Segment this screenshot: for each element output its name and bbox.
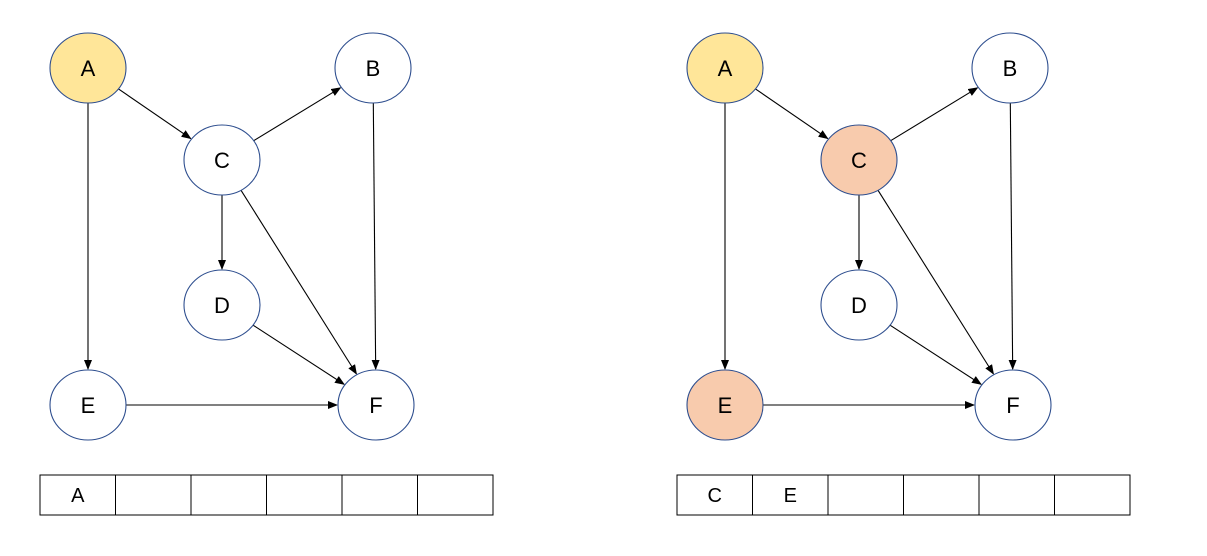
edge-a-c	[118, 88, 192, 140]
node-circle	[971, 32, 1049, 104]
queue-cell	[752, 474, 829, 516]
queue-table: A	[39, 474, 494, 516]
node-label: C	[214, 148, 230, 173]
node-circle	[974, 369, 1052, 441]
queue-cell	[266, 474, 343, 516]
node-b: B	[971, 32, 1049, 104]
node-label: E	[718, 393, 733, 418]
node-label: D	[214, 293, 230, 318]
queue-cell	[978, 474, 1055, 516]
node-e: E	[49, 369, 127, 441]
queue-cell-label: C	[708, 485, 722, 507]
queue-cell	[676, 474, 753, 516]
node-label: C	[851, 148, 867, 173]
node-c: C	[183, 124, 261, 196]
node-a: A	[686, 32, 764, 104]
queue-cell-label: E	[784, 485, 797, 507]
queue-cell	[827, 474, 904, 516]
edge-c-b	[253, 87, 342, 142]
queue-cell-label: A	[71, 485, 85, 507]
node-label: A	[718, 56, 733, 81]
node-label: F	[1006, 393, 1019, 418]
node-label: F	[369, 393, 382, 418]
node-circle	[183, 269, 261, 341]
queue-cell	[417, 474, 494, 516]
queue-cell	[1054, 474, 1131, 516]
node-circle	[686, 32, 764, 104]
node-circle	[337, 369, 415, 441]
node-label: B	[366, 56, 381, 81]
node-a: A	[49, 32, 127, 104]
node-f: F	[337, 369, 415, 441]
queue-cell	[115, 474, 192, 516]
node-circle	[686, 369, 764, 441]
node-circle	[49, 32, 127, 104]
queue-cell	[341, 474, 418, 516]
node-circle	[820, 269, 898, 341]
edge-d-f	[889, 324, 982, 385]
queue-cell	[903, 474, 980, 516]
node-circle	[183, 124, 261, 196]
queue-cell	[190, 474, 267, 516]
node-circle	[334, 32, 412, 104]
edge-c-f	[240, 189, 357, 375]
node-d: D	[183, 269, 261, 341]
node-label: D	[851, 293, 867, 318]
edge-d-f	[252, 324, 345, 385]
node-c: C	[820, 124, 898, 196]
node-label: A	[81, 56, 96, 81]
node-circle	[820, 124, 898, 196]
edge-b-f	[1008, 102, 1017, 371]
edge-c-b	[890, 87, 979, 142]
node-f: F	[974, 369, 1052, 441]
node-d: D	[820, 269, 898, 341]
graph-panel-1: A B C D E F A	[39, 32, 494, 516]
edge-c-f	[877, 189, 994, 375]
node-label: B	[1003, 56, 1018, 81]
node-label: E	[81, 393, 96, 418]
edge-b-f	[371, 102, 380, 371]
node-b: B	[334, 32, 412, 104]
node-circle	[49, 369, 127, 441]
edge-a-c	[755, 88, 829, 140]
node-e: E	[686, 369, 764, 441]
